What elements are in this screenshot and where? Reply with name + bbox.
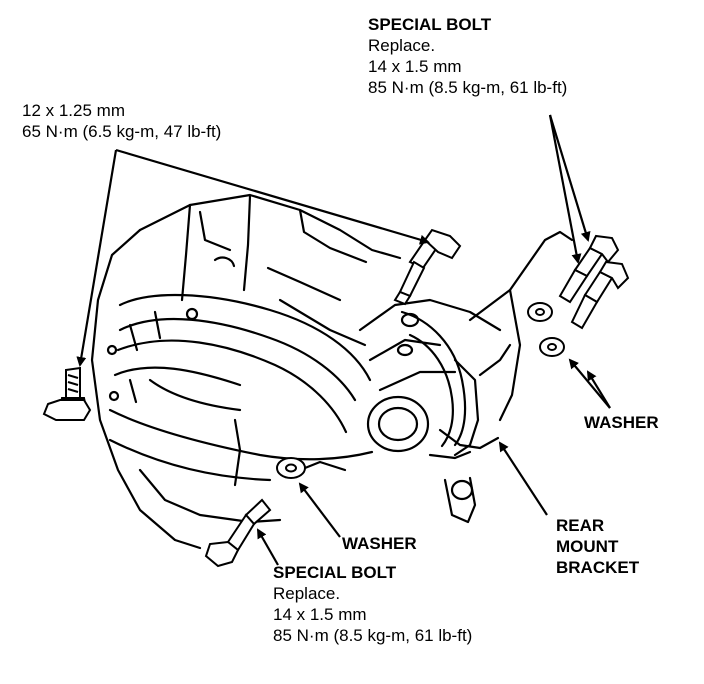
bolt-bottom-left-icon: [204, 498, 272, 568]
bolt-size-text: 14 x 1.5 mm: [273, 605, 367, 624]
torque-spec-text: 65 N·m (6.5 kg-m, 47 lb-ft): [22, 122, 222, 141]
washer-right-icons: [527, 302, 565, 357]
washer-right-label: WASHER: [584, 413, 659, 432]
rear-mount-bracket-label: REAR MOUNT BRACKET: [556, 515, 639, 578]
callout-top-right: SPECIAL BOLT Replace. 14 x 1.5 mm 85 N·m…: [368, 14, 567, 98]
replace-note: Replace.: [368, 36, 436, 55]
torque-spec-text: 85 N·m (8.5 kg-m, 61 lb-ft): [368, 78, 568, 97]
callout-top-left: 12 x 1.25 mm 65 N·m (6.5 kg-m, 47 lb-ft): [22, 100, 221, 142]
bolt-size-text: 14 x 1.5 mm: [368, 57, 462, 76]
special-bolt-title: SPECIAL BOLT: [368, 15, 492, 34]
transmission-housing: [90, 193, 574, 550]
rear-mount-line2: MOUNT: [556, 537, 619, 556]
bolt-left-icon: [42, 366, 92, 421]
special-bolt-title: SPECIAL BOLT: [273, 563, 397, 582]
washer-bottom-label: WASHER: [342, 534, 417, 553]
callout-bottom: SPECIAL BOLT Replace. 14 x 1.5 mm 85 N·m…: [273, 562, 472, 646]
leader-lines: [76, 114, 611, 566]
bolt-size-text: 12 x 1.25 mm: [22, 101, 125, 120]
rear-mount-line3: BRACKET: [556, 558, 640, 577]
torque-spec-text: 85 N·m (8.5 kg-m, 61 lb-ft): [273, 626, 473, 645]
bolt-right-upper-icon: [558, 234, 620, 304]
washer-bottom-icon: [276, 457, 306, 479]
bolt-top-center-icon: [393, 228, 462, 306]
replace-note: Replace.: [273, 584, 341, 603]
bolt-right-lower-icon: [570, 260, 630, 330]
rear-mount-line1: REAR: [556, 516, 605, 535]
